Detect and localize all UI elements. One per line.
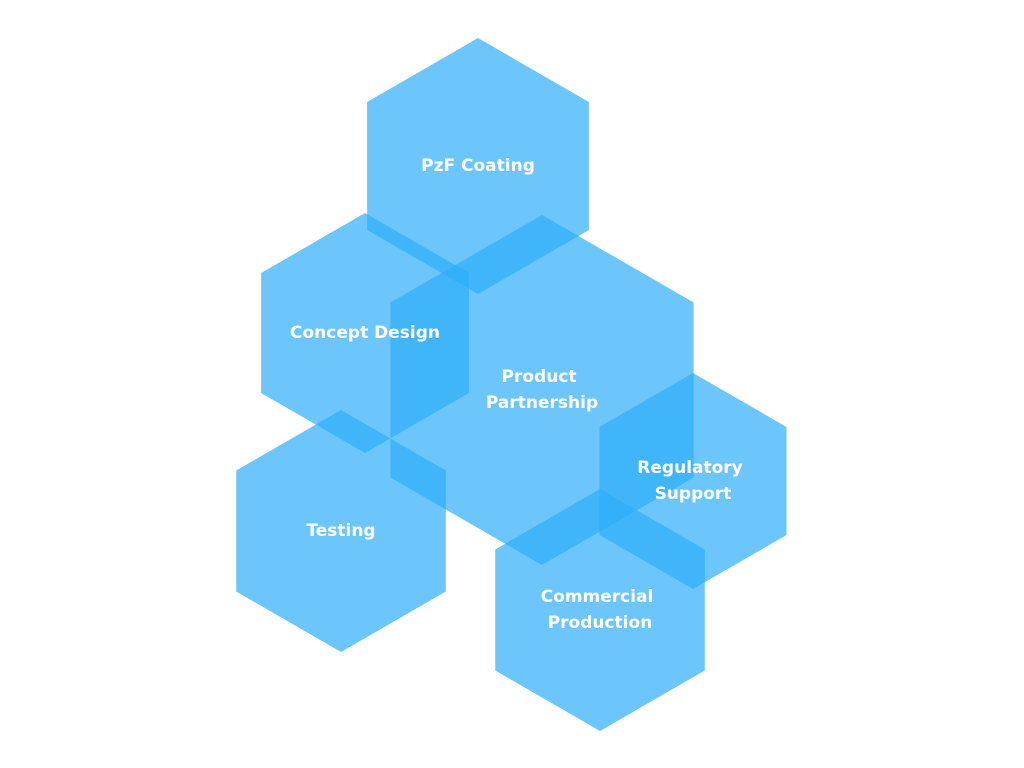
label-layer: PzF Coating Concept Design Product Partn… [290,156,748,633]
label-product-partnership: Product Partnership [486,367,598,413]
label-line: Regulatory [637,458,742,478]
label-line: Testing [306,521,375,541]
label-concept-design: Concept Design [290,323,440,343]
label-line: Support [655,484,732,504]
label-line: PzF Coating [421,156,535,176]
label-regulatory-support: Regulatory Support [637,458,748,504]
hexagon-layer [236,38,787,731]
label-line: Concept Design [290,323,440,343]
label-line: Commercial [541,587,654,607]
hexagon-testing [236,410,446,652]
label-commercial-production: Commercial Production [541,587,660,633]
label-line: Product [502,367,577,387]
label-pzf-coating: PzF Coating [421,156,535,176]
label-testing: Testing [306,521,375,541]
label-line: Partnership [486,393,598,413]
hexagon-commercial-production [495,489,705,731]
label-line: Production [548,613,653,633]
